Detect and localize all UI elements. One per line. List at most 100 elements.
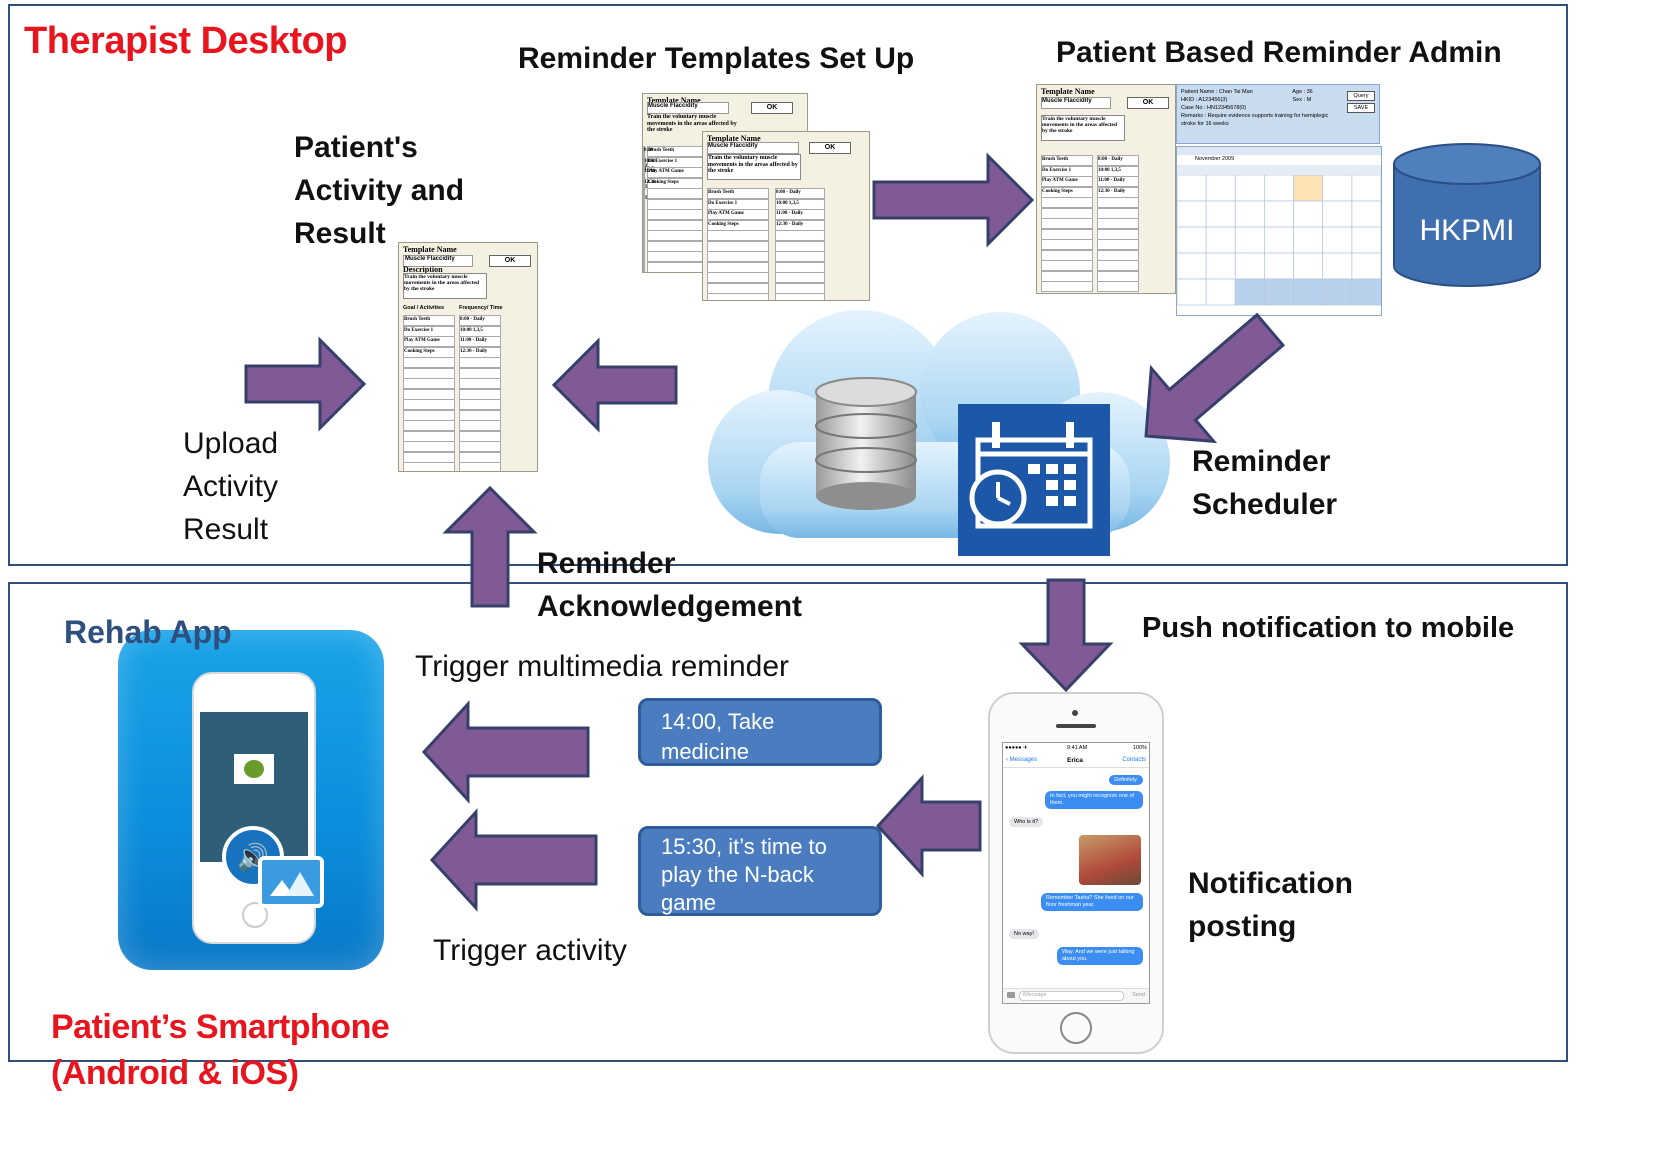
trigger-reminder-label: Trigger multimedia reminder [415, 650, 790, 683]
rehab-app-icon[interactable]: 🔊 [118, 630, 384, 970]
cloud-server-icon [708, 310, 1170, 556]
admin-template-form: Template Name Muscle Flaccidity OK Train… [1036, 84, 1176, 294]
rehab-app-title: Rehab App [64, 614, 232, 650]
hkpmi-database-icon [1393, 143, 1541, 287]
activity-cell[interactable] [707, 293, 769, 300]
activity-cell[interactable] [403, 462, 455, 471]
message-input-bar: iMessage Send [1003, 988, 1149, 1003]
template-back-field[interactable]: Muscle Flaccidity [647, 102, 729, 114]
arrow-upload-to-activity [244, 336, 367, 432]
calendar-day-cell[interactable] [1322, 226, 1353, 254]
patient-name-value: Patient Name : Chan Tai Man [1181, 89, 1253, 95]
status-battery: 100% [1132, 745, 1147, 751]
status-bar: ●●●●● ✈ 9:41 AM 100% [1005, 745, 1147, 752]
hkpmi-label: HKPMI [1419, 214, 1515, 247]
template-front-desc: Train the voluntary muscle movements in … [707, 154, 801, 180]
scheduler-label: Reminder Scheduler [1192, 445, 1338, 521]
admin-title: Patient Based Reminder Admin [1056, 36, 1502, 69]
admin-template-label: Template Name [1041, 87, 1095, 96]
iphone-camera [1072, 710, 1078, 716]
msg-out-1: Definitely. [1109, 775, 1143, 785]
arrow-push-down [1018, 578, 1114, 693]
arrow-reminder-to-app [421, 700, 590, 804]
push-label: Push notification to mobile [1142, 612, 1515, 644]
activity-cell[interactable] [1041, 281, 1093, 292]
msg-out-2: In fact, you might recognize one of them… [1045, 791, 1143, 809]
messages-back-link[interactable]: ‹ Messages [1006, 757, 1038, 763]
schedule-calendar: November 2009 [1176, 146, 1382, 316]
image-gallery-icon [258, 856, 324, 908]
calendar-day-cell[interactable] [1351, 278, 1381, 306]
arrow-admin-to-scheduler [1144, 312, 1286, 444]
calendar-day-cell[interactable] [1322, 174, 1353, 202]
calendar-toolbar [1177, 147, 1381, 155]
admin-template-field[interactable]: Muscle Flaccidity [1041, 97, 1111, 109]
patient-sex-value: Sex : M [1292, 97, 1312, 103]
notification-posting-label: Notification posting [1188, 867, 1353, 943]
camera-icon[interactable] [1007, 992, 1015, 998]
calendar-weekday-header [1177, 165, 1381, 175]
iphone-speaker [1056, 724, 1096, 728]
template-back-ok[interactable]: OK [751, 102, 793, 114]
calendar-day-cell[interactable] [1322, 278, 1353, 306]
arrow-phone-to-bubble [875, 774, 982, 878]
calendar-day-cell[interactable] [1264, 226, 1294, 254]
upload-label: Upload Activity Result [183, 427, 279, 546]
ack-label: Reminder Acknowledgement [537, 547, 803, 623]
templates-title: Reminder Templates Set Up [518, 42, 915, 75]
frequency-cell[interactable] [1097, 281, 1139, 292]
calendar-day-cell[interactable] [1351, 226, 1381, 254]
template-front-ok[interactable]: OK [809, 142, 851, 154]
template-front-field[interactable]: Muscle Flaccidity [707, 142, 799, 154]
message-input[interactable]: iMessage [1019, 991, 1124, 1001]
calendar-day-cell[interactable] [1234, 174, 1265, 202]
messages-nav: ‹ Messages Erica Contacts [1003, 755, 1149, 768]
query-button[interactable]: Query [1347, 91, 1375, 101]
calendar-day-cell[interactable] [1322, 200, 1353, 228]
contacts-link[interactable]: Contacts [1122, 757, 1146, 763]
calendar-day-cell[interactable] [1351, 200, 1381, 228]
admin-ok-button[interactable]: OK [1127, 97, 1169, 109]
calendar-day-cell[interactable] [1293, 226, 1324, 254]
patient-smartphone-title: Patient’s Smartphone (Android & iOS) [51, 1008, 390, 1092]
calendar-day-cell[interactable] [1177, 200, 1207, 228]
template-front-name-label: Template Name [707, 134, 761, 143]
arrow-activity-to-app [429, 808, 598, 912]
msg-in-2: No way! [1009, 929, 1039, 939]
patient-hkid-value: HKID : A123456(3) [1181, 97, 1228, 103]
status-carrier: ●●●●● ✈ [1005, 745, 1028, 751]
calendar-day-cell[interactable] [1264, 278, 1294, 306]
iphone-screen: ●●●●● ✈ 9:41 AM 100% ‹ Messages Erica Co… [1002, 742, 1150, 1004]
frequency-cell[interactable] [459, 462, 501, 471]
calendar-day-cell[interactable] [1293, 200, 1324, 228]
calendar-day-cell[interactable] [1293, 278, 1324, 306]
trigger-activity-label: Trigger activity [433, 934, 627, 967]
patient-age-value: Age : 36 [1292, 89, 1313, 95]
form-goal-header: Goal / Activities [403, 305, 445, 311]
msg-in-1: Who is it? [1009, 817, 1044, 827]
therapist-desktop-panel [8, 4, 1568, 566]
calendar-day-cell[interactable] [1264, 200, 1294, 228]
status-time: 9:41 AM [1067, 745, 1088, 751]
form-description-label: Description [403, 265, 443, 274]
frequency-cell[interactable] [775, 293, 825, 300]
calendar-month: November 2009 [1195, 156, 1235, 162]
calendar-day-cell[interactable] [1351, 252, 1381, 280]
patient-smartphone-panel [8, 582, 1568, 1062]
frequency-cell[interactable] [643, 261, 645, 272]
save-button[interactable]: SAVE [1347, 103, 1375, 113]
calendar-day-cell[interactable] [1322, 252, 1353, 280]
calendar-grid [1177, 165, 1381, 306]
calendar-day-cell[interactable] [1234, 278, 1265, 306]
arrow-cloud-to-activity [551, 337, 678, 433]
msg-out-3: Remember Tasha? She lived on our floor f… [1041, 893, 1143, 911]
contact-name: Erica [1067, 757, 1083, 764]
calendar-day-cell[interactable] [1177, 278, 1207, 306]
form-template-field[interactable]: Muscle Flaccidity [403, 255, 473, 267]
form-ok-button[interactable]: OK [489, 255, 531, 267]
calendar-day-cell[interactable] [1205, 226, 1236, 254]
template-back-name-label: Template Name [647, 96, 701, 105]
activity-title: Patient's Activity and Result [294, 131, 465, 250]
arrow-templates-to-admin [872, 152, 1035, 248]
send-button[interactable]: Send [1132, 992, 1145, 998]
